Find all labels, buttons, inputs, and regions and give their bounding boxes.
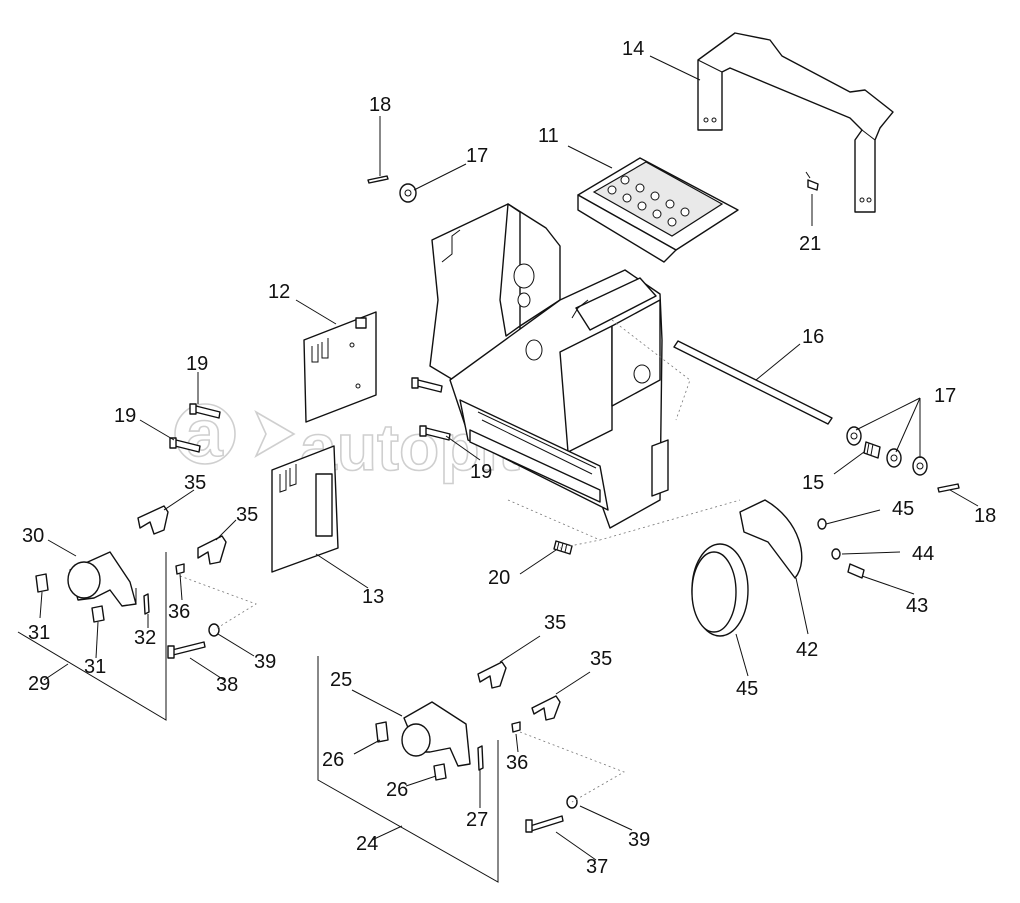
part-26-clips bbox=[375, 721, 447, 781]
part-13-plate bbox=[271, 445, 339, 573]
callout-18: 18 bbox=[369, 94, 391, 116]
callout-19: 19 bbox=[186, 353, 208, 375]
group-24-bracket bbox=[317, 656, 499, 883]
callout-32: 32 bbox=[134, 627, 156, 649]
callout-25: 25 bbox=[330, 669, 352, 691]
callout-18: 18 bbox=[974, 505, 996, 527]
callout-37: 37 bbox=[586, 856, 608, 878]
callout-36: 36 bbox=[168, 601, 190, 623]
right-fasteners-43-44-45 bbox=[817, 518, 865, 579]
callout-42: 42 bbox=[796, 639, 818, 661]
part-11-terminal-strip bbox=[577, 157, 739, 263]
callout-26: 26 bbox=[322, 749, 344, 771]
group-29-bracket bbox=[17, 552, 167, 721]
callout-24: 24 bbox=[356, 833, 378, 855]
callout-15: 15 bbox=[802, 472, 824, 494]
callout-35: 35 bbox=[236, 504, 258, 526]
callout-35: 35 bbox=[544, 612, 566, 634]
callout-19: 19 bbox=[114, 405, 136, 427]
callout-20: 20 bbox=[488, 567, 510, 589]
callout-36: 36 bbox=[506, 752, 528, 774]
main-frame bbox=[429, 203, 669, 529]
callout-14: 14 bbox=[622, 38, 644, 60]
part-25-connector bbox=[401, 701, 471, 767]
callout-30: 30 bbox=[22, 525, 44, 547]
lower-fasteners bbox=[143, 563, 578, 833]
callout-26: 26 bbox=[386, 779, 408, 801]
callout-21: 21 bbox=[799, 233, 821, 255]
part-20-spring bbox=[553, 540, 573, 555]
callout-39: 39 bbox=[254, 651, 276, 673]
callout-43: 43 bbox=[906, 595, 928, 617]
part-30-connector bbox=[67, 551, 137, 607]
callout-17: 17 bbox=[466, 145, 488, 167]
callout-19: 19 bbox=[470, 461, 492, 483]
callout-31: 31 bbox=[84, 656, 106, 678]
part-19-bolts bbox=[169, 377, 451, 453]
part-31-clips bbox=[35, 573, 105, 623]
callout-29: 29 bbox=[28, 673, 50, 695]
part-17-washer-top bbox=[399, 183, 417, 203]
assembly-guides bbox=[179, 319, 741, 803]
part-16-rod bbox=[673, 340, 833, 425]
callout-27: 27 bbox=[466, 809, 488, 831]
callout-16: 16 bbox=[802, 326, 824, 348]
callout-17: 17 bbox=[934, 385, 956, 407]
callout-13: 13 bbox=[362, 586, 384, 608]
part-12-plate bbox=[303, 311, 377, 423]
callout-31: 31 bbox=[28, 622, 50, 644]
callout-45: 45 bbox=[736, 678, 758, 700]
callout-12: 12 bbox=[268, 281, 290, 303]
part-21-screw bbox=[805, 171, 819, 191]
part-35-brackets bbox=[137, 505, 561, 721]
callout-39: 39 bbox=[628, 829, 650, 851]
part-45-cap bbox=[691, 543, 749, 637]
callout-35: 35 bbox=[184, 472, 206, 494]
callout-38: 38 bbox=[216, 674, 238, 696]
right-side-hardware bbox=[846, 426, 960, 493]
callout-11: 11 bbox=[538, 125, 559, 147]
part-14-top-bracket bbox=[697, 32, 894, 213]
part-18-pin-top bbox=[367, 175, 389, 184]
callout-35: 35 bbox=[590, 648, 612, 670]
part-42-shield bbox=[739, 499, 803, 579]
callout-labels: 14 18 17 11 21 12 16 19 19 17 19 35 15 1… bbox=[22, 38, 996, 878]
callout-44: 44 bbox=[912, 543, 934, 565]
callout-45: 45 bbox=[892, 498, 914, 520]
leader-lines bbox=[39, 55, 979, 861]
